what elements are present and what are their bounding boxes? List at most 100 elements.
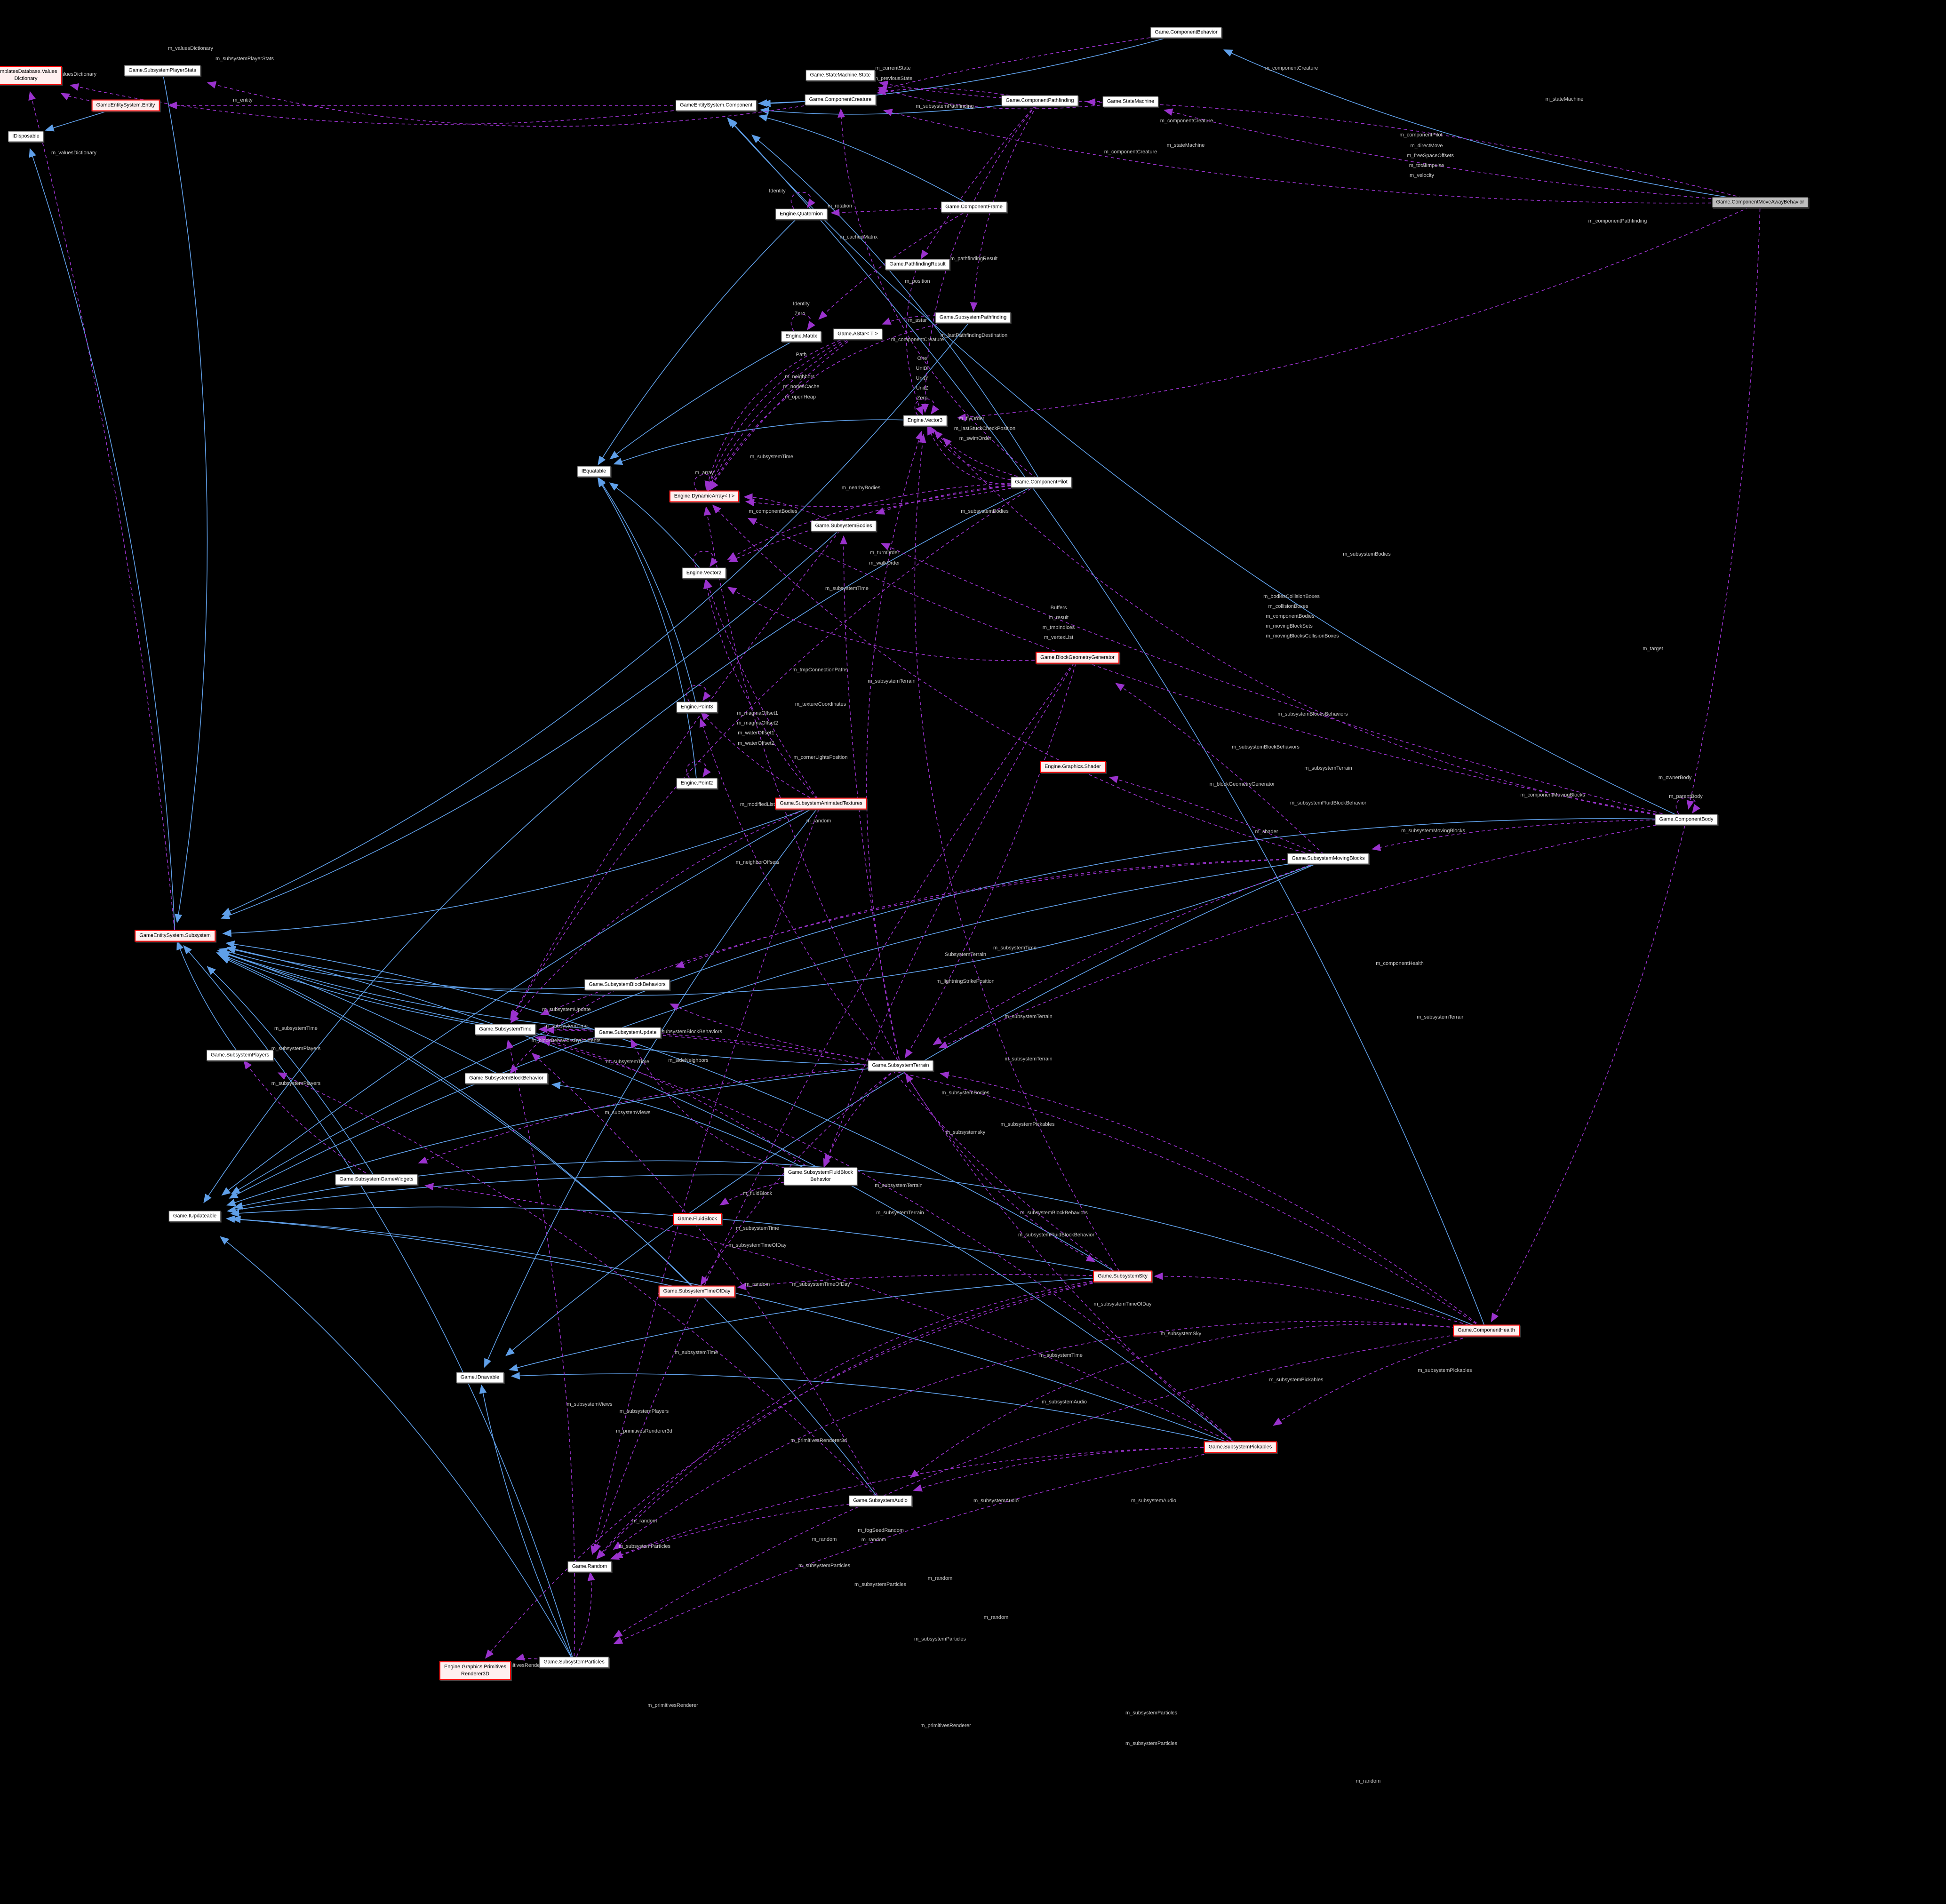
class-node-label: Game.AStar< T > bbox=[837, 331, 878, 337]
class-node-subsystem-particles[interactable]: Game.SubsystemParticles bbox=[539, 1657, 609, 1668]
inheritance-edge bbox=[598, 214, 802, 466]
edge-label: m_subsystemParticles bbox=[854, 1582, 907, 1587]
composition-edge bbox=[545, 1026, 1487, 1331]
class-node-subsystem-player-stats[interactable]: Game.SubsystemPlayerStats bbox=[124, 65, 200, 76]
class-node-statemachine-state[interactable]: Game.StateMachine.State bbox=[806, 70, 875, 81]
edge-label: m_flyOrder bbox=[958, 416, 985, 422]
class-node-random[interactable]: Game.Random bbox=[567, 1561, 612, 1572]
class-node-subsystem-update[interactable]: Game.SubsystemUpdate bbox=[594, 1027, 661, 1038]
composition-edge bbox=[694, 474, 718, 491]
class-node-label: Engine.Graphics.Primitives bbox=[444, 1664, 507, 1670]
inheritance-edge bbox=[226, 1065, 901, 1206]
class-node-label: Game.SubsystemPlayerStats bbox=[128, 67, 196, 73]
edge-label: m_subsystemTerrain bbox=[876, 1210, 924, 1216]
edge-label: m_ownerBody bbox=[1658, 775, 1692, 781]
inheritance-edge bbox=[220, 951, 901, 1066]
class-node-subsystem-time-of-day[interactable]: Game.SubsystemTimeOfDay bbox=[658, 1285, 735, 1298]
class-node-subsystem-sky[interactable]: Game.SubsystemSky bbox=[1093, 1270, 1152, 1283]
class-node-dynamic-array[interactable]: Engine.DynamicArray< I > bbox=[669, 490, 740, 502]
class-node-block-geometry-generator[interactable]: Game.BlockGeometryGenerator bbox=[1036, 652, 1119, 664]
edge-label: m_componentHealth bbox=[1376, 961, 1424, 966]
class-node-subsystem-bodies[interactable]: Game.SubsystemBodies bbox=[811, 520, 877, 532]
class-node-statemachine[interactable]: Game.StateMachine bbox=[1102, 96, 1159, 107]
class-node-pathfinding-result[interactable]: Game.PathfindingResult bbox=[885, 259, 950, 270]
class-node-component-creature[interactable]: Game.ComponentCreature bbox=[805, 94, 876, 105]
class-node-subsystem-audio[interactable]: Game.SubsystemAudio bbox=[849, 1495, 912, 1506]
class-node-label: Game.SubsystemPathfinding bbox=[939, 314, 1007, 320]
class-node-component-health[interactable]: Game.ComponentHealth bbox=[1453, 1324, 1520, 1337]
composition-edge bbox=[905, 657, 1078, 1059]
composition-edge bbox=[790, 314, 815, 331]
class-node-subsystem[interactable]: GameEntitySystem.Subsystem bbox=[135, 930, 215, 942]
class-node-subsystem-animated-textures[interactable]: Game.SubsystemAnimatedTextures bbox=[775, 797, 867, 810]
class-node-entity[interactable]: GameEntitySystem.Entity bbox=[91, 99, 160, 112]
inheritance-edge bbox=[203, 482, 1042, 1203]
edge-label: m_subsystemBlockBehaviors bbox=[1020, 1210, 1088, 1216]
composition-edge bbox=[700, 1065, 901, 1286]
composition-edge bbox=[510, 526, 844, 1021]
class-node-point2[interactable]: Engine.Point2 bbox=[676, 778, 718, 789]
composition-edge bbox=[536, 1036, 821, 1177]
class-node-astar[interactable]: Game.AStar< T > bbox=[833, 328, 882, 340]
composition-edge bbox=[510, 803, 821, 1024]
edge-label: m_subsystemTime bbox=[606, 1059, 649, 1065]
class-node-label: Game.SubsystemGameWidgets bbox=[339, 1176, 414, 1182]
class-node-iupdateable[interactable]: Game.IUpdateable bbox=[168, 1211, 221, 1222]
composition-edge bbox=[1675, 797, 1700, 814]
composition-edge bbox=[825, 657, 1078, 1164]
class-node-vector2[interactable]: Engine.Vector2 bbox=[682, 567, 726, 579]
class-node-subsystem-block-behavior[interactable]: Game.SubsystemBlockBehavior bbox=[465, 1073, 548, 1084]
edge-label: m_subsystemTime bbox=[993, 945, 1037, 951]
class-node-subsystem-terrain[interactable]: Game.SubsystemTerrain bbox=[868, 1060, 933, 1071]
inheritance-edge bbox=[729, 119, 1487, 1331]
class-node-shader[interactable]: Engine.Graphics.Shader bbox=[1040, 761, 1106, 773]
class-node-label: Engine.Quaternion bbox=[780, 211, 823, 217]
class-node-subsystem-players[interactable]: Game.SubsystemPlayers bbox=[206, 1050, 274, 1061]
class-node-subsystem-pathfinding[interactable]: Game.SubsystemPathfinding bbox=[935, 312, 1011, 323]
class-node-point3[interactable]: Engine.Point3 bbox=[676, 701, 718, 713]
class-node-subsystem-moving-blocks[interactable]: Game.SubsystemMovingBlocks bbox=[1287, 853, 1369, 864]
class-node-label: GameEntitySystem.Entity bbox=[96, 102, 155, 108]
edge-label: m_parentBody bbox=[1669, 794, 1703, 799]
edge-label: m_turnOrder bbox=[869, 550, 900, 556]
edge-label: m_componentCreature bbox=[1104, 149, 1157, 155]
edge-label: m_random bbox=[632, 1518, 657, 1524]
edge-label: m_primitivesRenderer bbox=[920, 1723, 971, 1729]
class-node-component-body[interactable]: Game.ComponentBody bbox=[1655, 814, 1718, 825]
composition-edge bbox=[424, 1183, 1241, 1448]
class-node-component[interactable]: GameEntitySystem.Component bbox=[675, 100, 757, 111]
composition-edge bbox=[686, 761, 711, 778]
edge-label: m_subsystemTime bbox=[675, 1350, 718, 1355]
class-node-idisposable[interactable]: IDisposable bbox=[8, 131, 44, 142]
edge-label: Identity bbox=[793, 301, 810, 307]
class-node-subsystem-block-behaviors[interactable]: Game.SubsystemBlockBehaviors bbox=[584, 979, 670, 990]
class-node-component-moveaway[interactable]: Game.ComponentMoveAwayBehavior bbox=[1712, 197, 1809, 208]
composition-edge bbox=[510, 984, 628, 1074]
composition-edge bbox=[940, 1071, 1487, 1331]
class-node-iequatable[interactable]: IEquatable bbox=[577, 466, 611, 477]
class-node-subsystem-time[interactable]: Game.SubsystemTime bbox=[475, 1024, 536, 1035]
class-node-matrix[interactable]: Engine.Matrix bbox=[781, 331, 821, 342]
composition-edge bbox=[541, 1039, 1241, 1448]
edge-label: m_subsystemViews bbox=[605, 1110, 651, 1115]
class-node-label: GameEntitySystem.Component bbox=[679, 102, 753, 108]
class-node-component-frame[interactable]: Game.ComponentFrame bbox=[941, 201, 1007, 213]
class-node-subsystem-pickables[interactable]: Game.SubsystemPickables bbox=[1204, 1441, 1277, 1453]
class-node-component-behavior[interactable]: Game.ComponentBehavior bbox=[1150, 27, 1222, 38]
edge-label: m_primitivesRenderer bbox=[647, 1703, 698, 1708]
edge-label: UnitX bbox=[916, 366, 929, 371]
class-node-label: Game.SubsystemAnimatedTextures bbox=[780, 800, 862, 806]
class-node-fluid-block[interactable]: Game.FluidBlock bbox=[673, 1213, 722, 1225]
composition-edge bbox=[712, 504, 1329, 859]
edge-label: m_previousState bbox=[873, 76, 913, 81]
class-node-quaternion[interactable]: Engine.Quaternion bbox=[775, 208, 827, 220]
class-node-component-pilot[interactable]: Game.ComponentPilot bbox=[1011, 477, 1072, 488]
class-node-idrawable[interactable]: Game.IDrawable bbox=[456, 1372, 504, 1383]
class-node-label: Behavior bbox=[810, 1177, 831, 1182]
class-node-vector3[interactable]: Engine.Vector3 bbox=[903, 415, 947, 426]
class-node-subsystem-game-widgets[interactable]: Game.SubsystemGameWidgets bbox=[335, 1174, 418, 1185]
class-node-component-pathfinding[interactable]: Game.ComponentPathfinding bbox=[1001, 95, 1078, 106]
